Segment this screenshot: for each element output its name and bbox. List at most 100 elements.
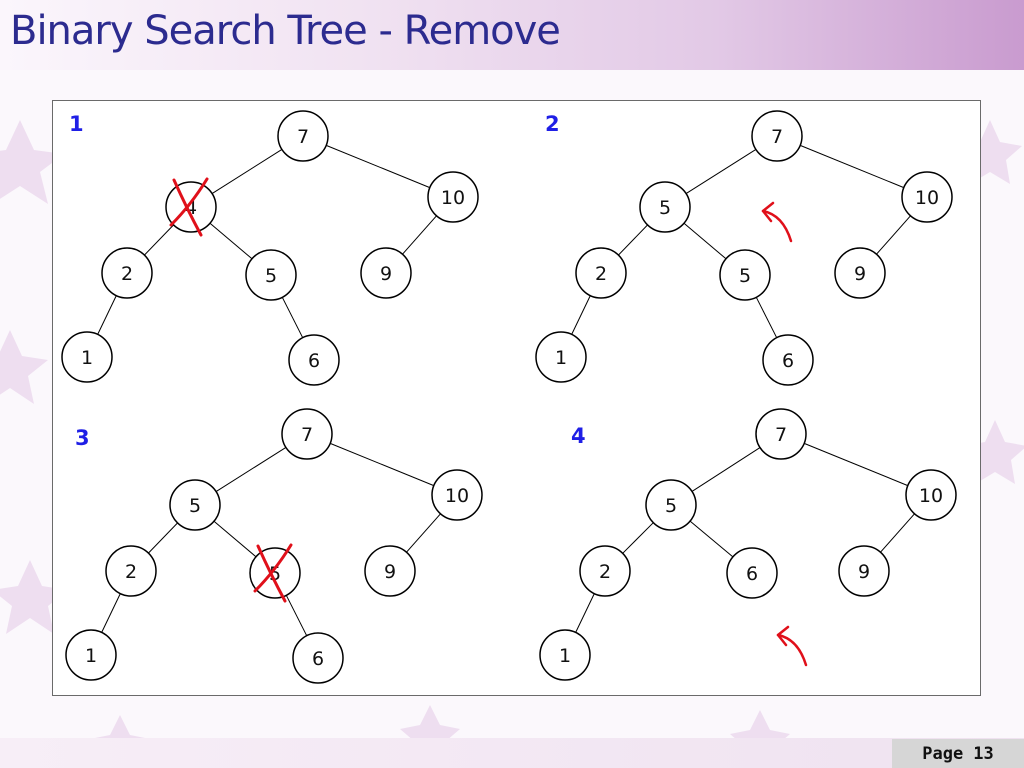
page-title: Binary Search Tree - Remove (10, 8, 561, 54)
tree-edge (685, 148, 757, 195)
tree-edge (691, 447, 761, 492)
tree-node (431, 469, 483, 521)
node-label: 10 (441, 187, 465, 209)
node-label: 9 (854, 263, 866, 285)
node-label: 7 (297, 126, 309, 148)
tree-node (288, 334, 340, 386)
tree-node (292, 632, 344, 684)
tree-node (165, 181, 217, 233)
node-label: 7 (775, 424, 787, 446)
node-label: 5 (659, 197, 671, 219)
node-label: 2 (595, 263, 607, 285)
curved-arrow-icon (776, 633, 808, 667)
node-label: 1 (555, 347, 567, 369)
tree-edge (406, 513, 441, 553)
tree-node (645, 479, 697, 531)
node-label: 7 (301, 424, 313, 446)
node-label: 1 (81, 347, 93, 369)
tree-edge (97, 295, 117, 335)
arrow-head-icon (776, 625, 790, 647)
node-label: 1 (559, 645, 571, 667)
tree-node (719, 249, 771, 301)
tree-node (639, 181, 691, 233)
tree-edge (622, 522, 654, 554)
tree-edge (618, 224, 648, 256)
tree-node (105, 545, 157, 597)
tree-node (364, 545, 416, 597)
tree-edge (683, 222, 727, 260)
node-label: 6 (312, 648, 324, 670)
title-bar (0, 0, 1024, 70)
tree-node (539, 629, 591, 681)
cross-mark-icon (169, 177, 209, 227)
tree-node (834, 247, 886, 299)
tree-node (281, 408, 333, 460)
tree-node (360, 247, 412, 299)
node-label: 6 (782, 350, 794, 372)
tree-edge (281, 297, 304, 338)
tree-node (101, 247, 153, 299)
tree-node (169, 479, 221, 531)
tree-edge (144, 224, 174, 256)
tree-edge (148, 522, 178, 554)
tree-node (901, 171, 953, 223)
arrow-head-icon (761, 201, 775, 223)
node-label: 7 (771, 126, 783, 148)
tree-edge (571, 295, 591, 335)
node-label: 5 (189, 495, 201, 517)
page-number: 13 (973, 743, 994, 764)
tree-node (905, 469, 957, 521)
tree-edge (689, 520, 734, 558)
node-label: 2 (599, 561, 611, 583)
node-label: 2 (121, 263, 133, 285)
tree-edge (330, 442, 434, 487)
tree-edge (402, 215, 437, 255)
tree-node (65, 629, 117, 681)
tree-node (535, 331, 587, 383)
tree-node (838, 545, 890, 597)
node-label: 5 (665, 495, 677, 517)
tree-edge (211, 148, 283, 195)
step-label: 4 (571, 424, 586, 448)
step-label: 3 (75, 426, 90, 450)
tree-node (751, 110, 803, 162)
curved-arrow-icon (761, 209, 793, 243)
node-label: 6 (746, 563, 758, 585)
tree-node (61, 331, 113, 383)
cross-mark-icon (253, 543, 293, 593)
tree-node (755, 408, 807, 460)
node-label: 10 (919, 485, 943, 507)
tree-edge (326, 144, 430, 189)
footer-strip (0, 738, 1024, 768)
node-label: 10 (445, 485, 469, 507)
step-label: 1 (69, 112, 84, 136)
tree-edge (209, 222, 253, 260)
node-label: 6 (308, 350, 320, 372)
node-label: 9 (380, 263, 392, 285)
step-label: 2 (545, 112, 560, 136)
node-label: 2 (125, 561, 137, 583)
tree-edge (285, 595, 308, 636)
node-label: 9 (858, 561, 870, 583)
page-indicator: Page 13 (892, 739, 1024, 768)
node-label: 5 (269, 563, 281, 585)
tree-node (726, 547, 778, 599)
tree-node (245, 249, 297, 301)
tree-edge (213, 520, 257, 558)
tree-edge (101, 593, 121, 633)
tree-node (427, 171, 479, 223)
node-label: 10 (915, 187, 939, 209)
node-label: 4 (185, 197, 197, 219)
tree-node (579, 545, 631, 597)
node-label: 5 (265, 265, 277, 287)
tree-edge (876, 215, 911, 255)
node-label: 9 (384, 561, 396, 583)
tree-node (249, 547, 301, 599)
tree-node (762, 334, 814, 386)
page-label: Page (922, 743, 964, 764)
tree-edge (755, 297, 778, 338)
tree-node (575, 247, 627, 299)
tree-edge (804, 442, 908, 487)
